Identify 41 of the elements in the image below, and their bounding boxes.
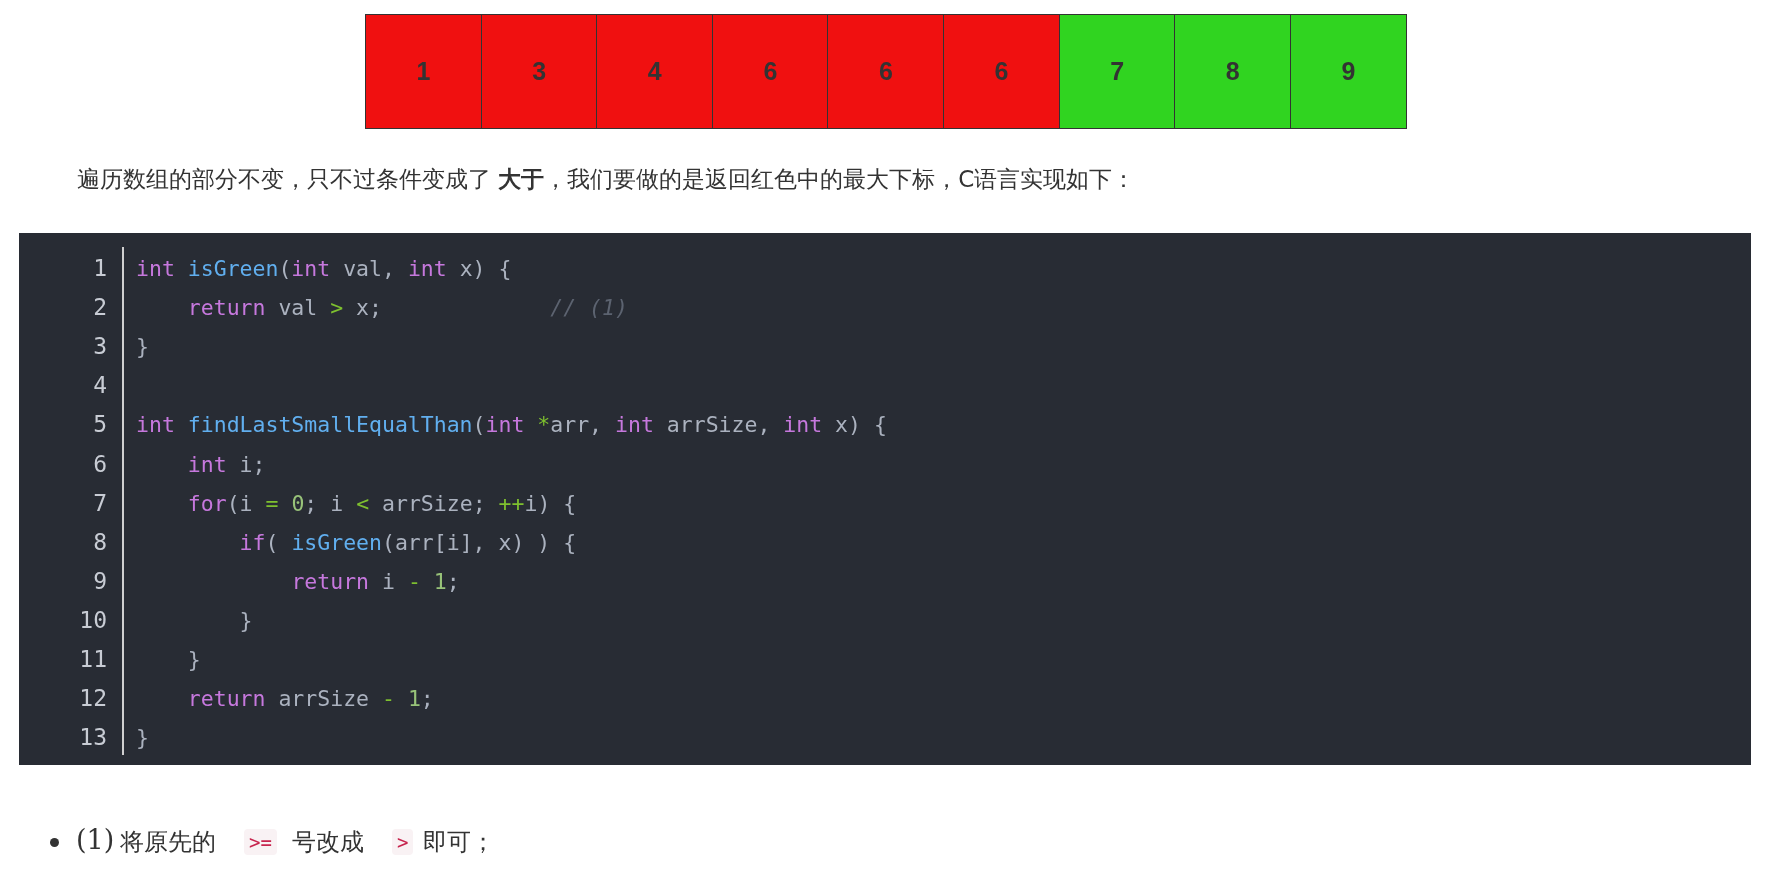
inline-code: > — [392, 829, 414, 855]
array-cell: 1 — [365, 14, 483, 129]
line-number: 11 — [78, 645, 107, 674]
code-line: } — [187, 646, 201, 674]
array-cell: 8 — [1174, 14, 1292, 129]
array-cell: 7 — [1058, 14, 1176, 129]
array-cell: 6 — [943, 14, 1061, 129]
text: (1) — [76, 824, 115, 855]
paragraph: 遍历数组的部分不变，只不过条件变成了 大于，我们要做的是返回红色中的最大下标，C语言实现如下： — [77, 165, 1136, 194]
text: 号改成 — [292, 827, 364, 858]
text: 将原先的 — [120, 827, 216, 858]
line-number: 13 — [78, 723, 107, 753]
line-number: 1 — [92, 254, 107, 283]
code-line: for(i = 0; i < arrSize; ++i) { — [187, 489, 577, 518]
line-number: 5 — [92, 410, 107, 440]
code-line: int isGreen(int val, int x) { — [136, 255, 512, 283]
code-line: return val > x; // (1) — [187, 294, 628, 323]
line-number: 2 — [92, 293, 107, 323]
line-number: 7 — [92, 488, 107, 518]
code-line: return arrSize - 1; — [187, 685, 434, 714]
code-line: } — [239, 606, 253, 635]
line-number: 4 — [92, 371, 107, 401]
line-number: 3 — [92, 332, 107, 362]
array-cell: 3 — [480, 14, 598, 129]
text: 即可； — [423, 827, 495, 858]
line-number: 12 — [78, 684, 107, 714]
code-line: int i; — [187, 450, 266, 479]
code-line: } — [136, 724, 149, 753]
code-line: if( isGreen(arr[i], x) ) { — [239, 528, 577, 557]
line-number: 6 — [92, 449, 107, 479]
array-cell: 9 — [1289, 14, 1407, 129]
array-cell: 4 — [596, 14, 714, 129]
line-number: 9 — [92, 566, 107, 596]
code-line: int findLastSmallEqualThan(int *arr, int arrSize, int x) { — [136, 411, 887, 440]
array-cell: 6 — [827, 14, 945, 129]
inline-code: >= — [244, 829, 277, 855]
line-number: 8 — [92, 527, 107, 557]
line-number: 10 — [78, 605, 107, 635]
array-cell: 6 — [711, 14, 829, 129]
code-line: } — [136, 333, 149, 362]
code-line: return i - 1; — [291, 567, 460, 596]
